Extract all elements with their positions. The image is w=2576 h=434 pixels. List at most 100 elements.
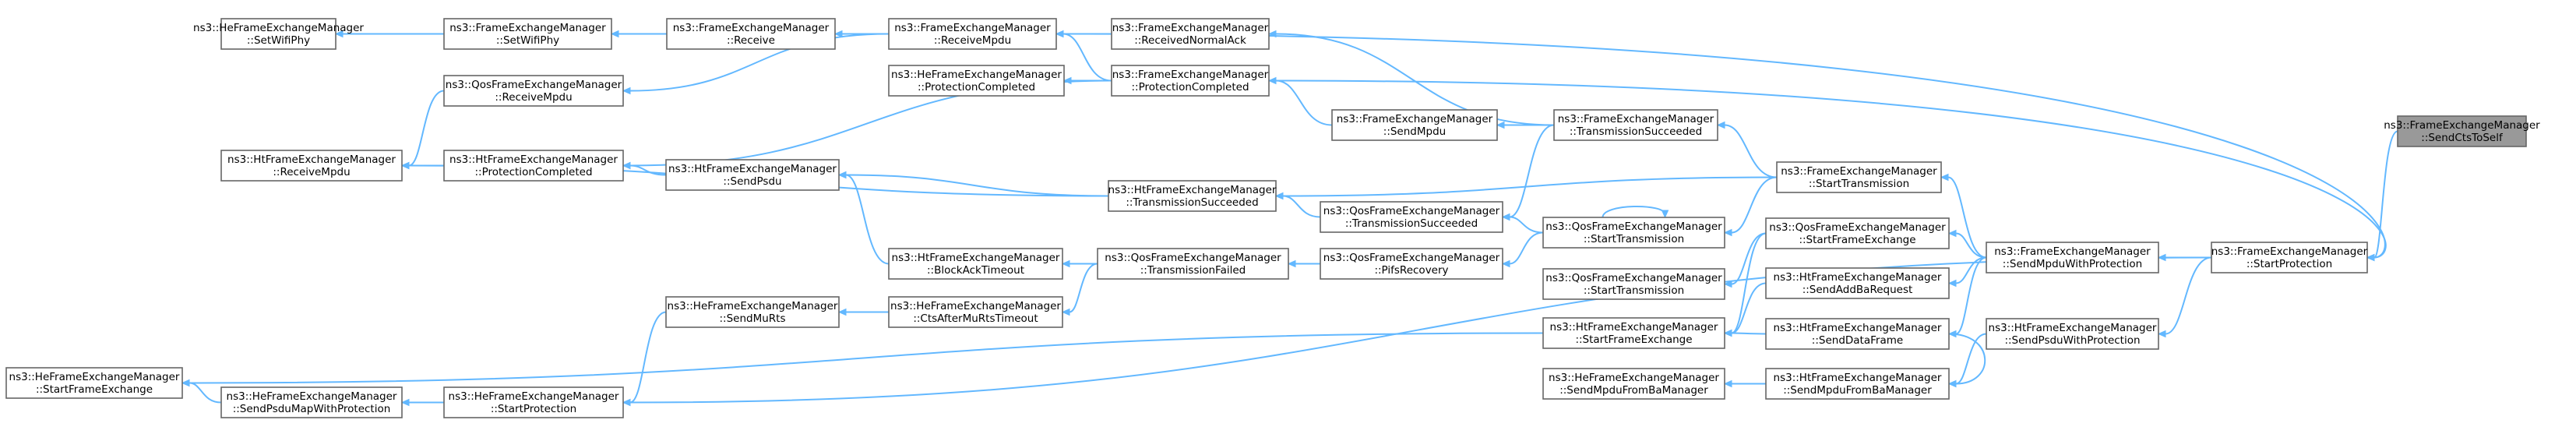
edge-line bbox=[189, 382, 222, 404]
graph-node[interactable]: ns3::HtFrameExchangeManager::Transmissio… bbox=[1108, 180, 1277, 212]
graph-edge bbox=[1723, 379, 1766, 388]
edge-arrowhead bbox=[1723, 329, 1732, 337]
node-class-label: ns3::HeFrameExchangeManager bbox=[1549, 372, 1719, 384]
edge-arrowhead bbox=[1501, 213, 1510, 221]
graph-edge bbox=[622, 33, 890, 95]
graph-node[interactable]: ns3::HtFrameExchangeManager::ProtectionC… bbox=[443, 150, 624, 182]
edge-arrowhead bbox=[1723, 379, 1732, 388]
node-class-label: ns3::QosFrameExchangeManager bbox=[1323, 205, 1500, 217]
graph-node[interactable]: ns3::HtFrameExchangeManager::SendPsduWit… bbox=[1986, 318, 2159, 350]
node-box bbox=[1320, 248, 1503, 280]
graph-node[interactable]: ns3::HeFrameExchangeManager::SendPsduMap… bbox=[220, 386, 403, 418]
node-box bbox=[2211, 242, 2368, 273]
graph-node[interactable]: ns3::HtFrameExchangeManager::SendMpduFro… bbox=[1765, 368, 1950, 400]
edge-arrowhead bbox=[610, 30, 619, 38]
edge-line bbox=[1509, 124, 1555, 218]
graph-node[interactable]: ns3::HtFrameExchangeManager::SendDataFra… bbox=[1765, 318, 1950, 350]
node-method-label: ::CtsAfterMuRtsTimeout bbox=[913, 312, 1038, 325]
edge-line bbox=[1948, 333, 1986, 385]
node-box bbox=[888, 248, 1063, 280]
node-method-label: ::SendPsduMapWithProtection bbox=[233, 403, 391, 415]
graph-node[interactable]: ns3::HeFrameExchangeManager::StartProtec… bbox=[443, 386, 624, 418]
node-class-label: ns3::QosFrameExchangeManager bbox=[1769, 221, 1946, 234]
node-method-label: ::ReceivedNormalAck bbox=[1134, 34, 1246, 47]
node-class-label: ns3::HeFrameExchangeManager bbox=[193, 22, 364, 34]
node-box bbox=[1331, 109, 1498, 141]
graph-node[interactable]: ns3::QosFrameExchangeManager::StartFrame… bbox=[1765, 217, 1950, 249]
node-box bbox=[888, 296, 1063, 328]
edge-line bbox=[1955, 256, 1987, 335]
graph-node[interactable]: ns3::QosFrameExchangeManager::Transmissi… bbox=[1320, 201, 1503, 233]
graph-node[interactable]: ns3::QosFrameExchangeManager::StartTrans… bbox=[1542, 217, 1725, 249]
graph-edge bbox=[181, 379, 222, 404]
edge-arrowhead bbox=[1661, 210, 1669, 219]
node-box bbox=[1553, 109, 1718, 141]
graph-node[interactable]: ns3::QosFrameExchangeManager::Transmissi… bbox=[1097, 248, 1289, 280]
graph-node[interactable]: ns3::FrameExchangeManager::Receive bbox=[666, 18, 836, 50]
graph-node[interactable]: ns3::FrameExchangeManager::TransmissionS… bbox=[1553, 109, 1718, 141]
graph-edge bbox=[1947, 333, 1987, 388]
node-box bbox=[1986, 318, 2159, 350]
graph-node[interactable]: ns3::FrameExchangeManager::ReceiveMpdu bbox=[888, 18, 1057, 50]
graph-edge bbox=[1501, 213, 1544, 234]
edge-line bbox=[629, 33, 890, 92]
graph-edge bbox=[1723, 232, 1767, 288]
node-box bbox=[1765, 318, 1950, 350]
graph-edge bbox=[1267, 76, 1333, 126]
edge-line bbox=[1947, 176, 1987, 259]
edge-line bbox=[408, 90, 445, 167]
node-class-label: ns3::HtFrameExchangeManager bbox=[892, 252, 1060, 264]
graph-node[interactable]: ns3::FrameExchangeManager::StartTransmis… bbox=[1776, 161, 1942, 193]
node-class-label: ns3::QosFrameExchangeManager bbox=[446, 79, 622, 91]
graph-node[interactable]: ns3::QosFrameExchangeManager::StartTrans… bbox=[1542, 268, 1725, 300]
edge-arrowhead bbox=[1947, 379, 1957, 388]
graph-node[interactable]: ns3::HeFrameExchangeManager::ProtectionC… bbox=[888, 65, 1065, 97]
node-class-label: ns3::HeFrameExchangeManager bbox=[227, 390, 397, 403]
node-box bbox=[220, 18, 337, 50]
node-box bbox=[1765, 217, 1950, 249]
edge-arrowhead bbox=[2157, 330, 2166, 338]
graph-node[interactable]: ns3::FrameExchangeManager::ProtectionCom… bbox=[1111, 65, 1270, 97]
node-class-label: ns3::FrameExchangeManager bbox=[1337, 113, 1493, 125]
edge-arrowhead bbox=[622, 86, 631, 95]
graph-node[interactable]: ns3::FrameExchangeManager::ReceivedNorma… bbox=[1111, 18, 1270, 50]
graph-node[interactable]: ns3::HeFrameExchangeManager::SendMpduFro… bbox=[1542, 368, 1725, 400]
graph-node[interactable]: ns3::FrameExchangeManager::SendMpduWithP… bbox=[1986, 242, 2159, 273]
graph-node[interactable]: ns3::HtFrameExchangeManager::SendAddBaRe… bbox=[1765, 267, 1950, 299]
node-box bbox=[665, 159, 840, 191]
edge-arrowhead bbox=[1723, 280, 1732, 288]
edge-line bbox=[1282, 176, 1778, 197]
node-class-label: ns3::FrameExchangeManager bbox=[673, 22, 830, 34]
graph-node[interactable]: ns3::HeFrameExchangeManager::StartFrameE… bbox=[5, 367, 183, 399]
graph-node[interactable]: ns3::HtFrameExchangeManager::BlockAckTim… bbox=[888, 248, 1063, 280]
graph-node[interactable]: ns3::HeFrameExchangeManager::CtsAfterMuR… bbox=[888, 296, 1063, 328]
node-box bbox=[1765, 267, 1950, 299]
node-method-label: ::TransmissionFailed bbox=[1140, 264, 1246, 277]
graph-node[interactable]: ns3::FrameExchangeManager::StartProtecti… bbox=[2211, 242, 2368, 273]
graph-node[interactable]: ns3::QosFrameExchangeManager::ReceiveMpd… bbox=[443, 75, 624, 107]
edge-arrowhead bbox=[1940, 173, 1949, 182]
edge-arrowhead bbox=[1287, 259, 1296, 268]
node-class-label: ns3::FrameExchangeManager bbox=[1558, 113, 1714, 125]
graph-edge bbox=[1723, 329, 1767, 337]
graph-node[interactable]: ns3::HtFrameExchangeManager::ReceiveMpdu bbox=[220, 150, 403, 182]
graph-edge bbox=[1947, 256, 1987, 338]
edge-arrowhead bbox=[181, 379, 190, 387]
graph-node[interactable]: ns3::HeFrameExchangeManager::SendMuRts bbox=[665, 296, 840, 328]
graph-node[interactable]: ns3::FrameExchangeManager::SendMpdu bbox=[1331, 109, 1498, 141]
node-class-label: ns3::HtFrameExchangeManager bbox=[449, 153, 618, 166]
graph-edge bbox=[622, 256, 2212, 407]
graph-node[interactable]: ns3::HtFrameExchangeManager::SendPsdu bbox=[665, 159, 840, 191]
graph-node[interactable]: ns3::HtFrameExchangeManager::StartFrameE… bbox=[1542, 317, 1725, 349]
node-method-label: ::ProtectionCompleted bbox=[1131, 81, 1249, 94]
node-method-label: ::StartTransmission bbox=[1809, 178, 1909, 190]
graph-edge bbox=[837, 308, 890, 316]
graph-node[interactable]: ns3::QosFrameExchangeManager::PifsRecove… bbox=[1320, 248, 1503, 280]
node-method-label: ::StartProtection bbox=[491, 403, 576, 415]
graph-edge bbox=[2366, 130, 2398, 262]
graph-node[interactable]: ns3::HeFrameExchangeManager::SetWifiPhy bbox=[193, 18, 364, 50]
node-box bbox=[1542, 268, 1725, 300]
edge-line bbox=[1062, 33, 1112, 82]
graph-node[interactable]: ns3::FrameExchangeManager::SetWifiPhy bbox=[443, 18, 612, 50]
edge-line bbox=[845, 174, 890, 265]
